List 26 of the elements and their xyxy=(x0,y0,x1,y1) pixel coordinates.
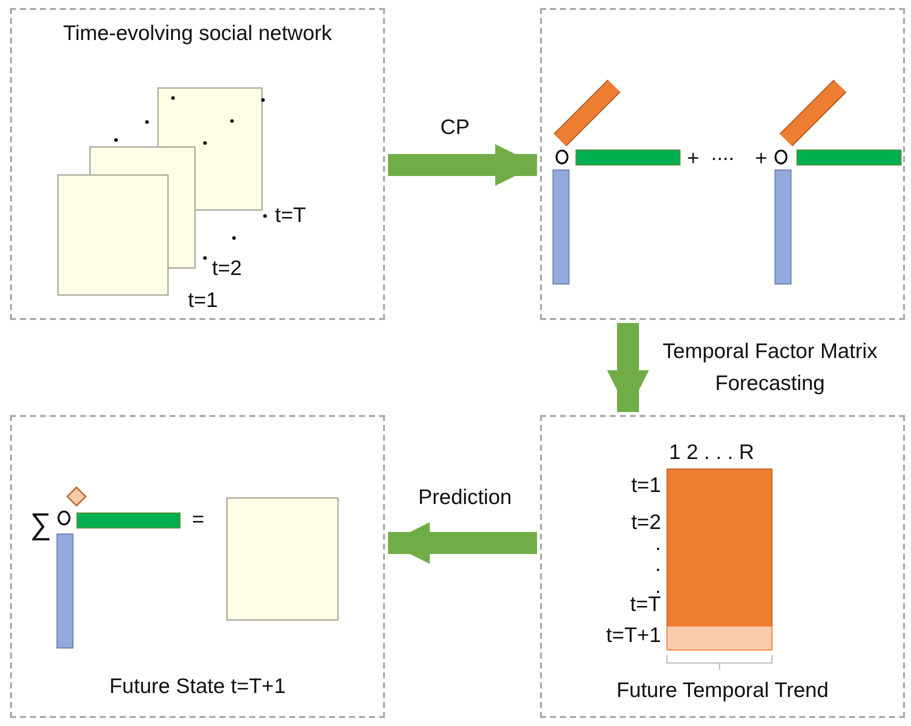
label-text: t=2 xyxy=(212,258,242,279)
panel-frame xyxy=(540,8,905,320)
panel-frame xyxy=(540,415,905,718)
label-text: .... xyxy=(711,143,734,164)
panel-title: Future Temporal Trend xyxy=(615,679,830,703)
label-text: 1 2 . . . R xyxy=(669,442,754,463)
label-text: t=T xyxy=(275,205,306,226)
label-text: . xyxy=(655,576,661,597)
label-text: t=2 xyxy=(631,512,661,533)
block-arrow xyxy=(607,323,649,412)
label-text: t=1 xyxy=(631,475,661,496)
label-text: + xyxy=(755,148,768,169)
block-arrow xyxy=(388,522,537,564)
panel-title: Time-evolving social network xyxy=(62,22,333,46)
panel-frame xyxy=(10,415,385,718)
label-text: = xyxy=(192,509,204,530)
panel-title: Future State t=T+1 xyxy=(108,675,287,699)
label-text: + xyxy=(687,148,700,169)
label-text: . xyxy=(655,554,661,575)
panel-frame xyxy=(10,8,385,320)
label-text: t=T+1 xyxy=(606,625,661,646)
label-text: ∑ xyxy=(30,510,52,540)
label-text: t=T xyxy=(630,594,661,615)
label-text: . xyxy=(655,533,661,554)
block-arrow xyxy=(388,144,537,186)
label-text: t=1 xyxy=(188,290,218,311)
